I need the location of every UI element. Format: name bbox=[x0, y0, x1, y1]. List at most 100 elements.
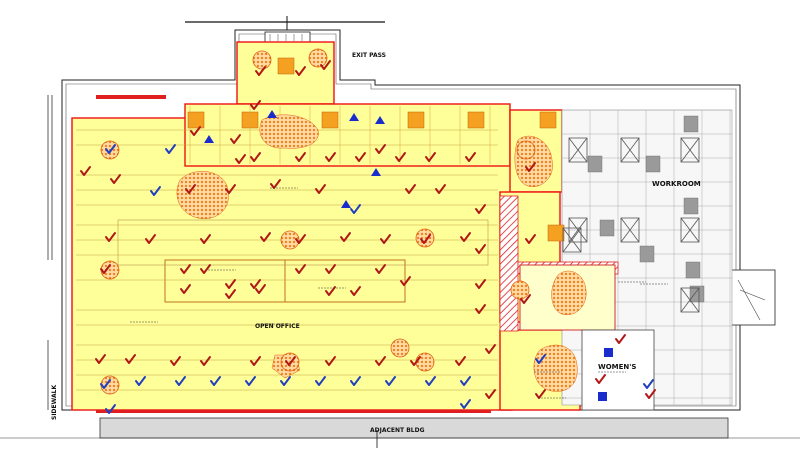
check-mark-icon bbox=[385, 376, 396, 386]
equipment-frame bbox=[680, 287, 700, 313]
circle-device-icon bbox=[100, 260, 120, 280]
check-mark-icon bbox=[355, 152, 366, 162]
check-mark-icon bbox=[395, 152, 406, 162]
check-mark-icon bbox=[485, 389, 496, 399]
check-mark-icon bbox=[285, 356, 296, 366]
check-mark-icon bbox=[425, 376, 436, 386]
adjacent-building bbox=[0, 417, 800, 448]
check-mark-icon bbox=[645, 389, 656, 399]
equipment-cross bbox=[562, 227, 582, 253]
check-mark-icon bbox=[180, 284, 191, 294]
check-mark-icon bbox=[595, 374, 606, 384]
check-mark-icon bbox=[250, 152, 261, 162]
check-mark-icon bbox=[100, 264, 111, 274]
open-office-label: OPEN OFFICE bbox=[255, 323, 300, 330]
north-label: EXIT PASS bbox=[352, 52, 386, 59]
equipment-block bbox=[683, 197, 699, 215]
check-mark-icon bbox=[350, 286, 361, 296]
circle-device-icon bbox=[510, 280, 530, 300]
equipment-block bbox=[587, 155, 603, 173]
check-mark-icon bbox=[80, 166, 91, 176]
check-mark-icon bbox=[325, 152, 336, 162]
check-mark-icon bbox=[100, 379, 111, 389]
check-mark-icon bbox=[295, 234, 306, 244]
check-mark-icon bbox=[425, 152, 436, 162]
check-mark-icon bbox=[455, 356, 466, 366]
check-mark-icon bbox=[260, 232, 271, 242]
check-mark-icon bbox=[375, 144, 386, 154]
check-mark-icon bbox=[435, 184, 446, 194]
check-mark-icon bbox=[170, 356, 181, 366]
check-mark-icon bbox=[325, 264, 336, 274]
check-mark-icon bbox=[405, 184, 416, 194]
blue-triangle-icon bbox=[341, 200, 351, 208]
cubicle-block bbox=[539, 111, 557, 129]
equipment-cross bbox=[568, 137, 588, 163]
check-mark-icon bbox=[460, 232, 471, 242]
check-mark-icon bbox=[410, 356, 421, 366]
adjacent-building-label: ADJACENT BLDG bbox=[370, 427, 425, 434]
cubicle-block bbox=[467, 111, 485, 129]
circle-device-icon bbox=[415, 228, 435, 248]
check-mark-icon bbox=[95, 354, 106, 364]
equipment-blocks bbox=[587, 115, 705, 303]
check-mark-icon bbox=[125, 354, 136, 364]
check-mark-icon bbox=[465, 152, 476, 162]
cubicle-blocks bbox=[187, 57, 565, 242]
check-mark-icon bbox=[295, 66, 306, 76]
check-mark-icon bbox=[105, 144, 116, 154]
check-mark-icon bbox=[485, 344, 496, 354]
check-mark-icon bbox=[225, 279, 236, 289]
check-mark-icon bbox=[375, 264, 386, 274]
check-mark-icon bbox=[350, 376, 361, 386]
cubicle-block bbox=[547, 224, 565, 242]
check-mark-icon bbox=[135, 376, 146, 386]
womens-label: WOMEN'S bbox=[598, 363, 636, 371]
blue-triangle-icon bbox=[371, 168, 381, 176]
blue-triangle-icon bbox=[349, 113, 359, 121]
check-mark-icon bbox=[325, 356, 336, 366]
check-mark-icon bbox=[255, 284, 266, 294]
check-mark-icon bbox=[350, 204, 361, 214]
check-mark-icon bbox=[615, 334, 626, 344]
check-mark-icon bbox=[475, 204, 486, 214]
check-mark-icon bbox=[245, 376, 256, 386]
check-mark-icon bbox=[200, 234, 211, 244]
sidewalk-label: SIDEWALK bbox=[51, 385, 58, 420]
restroom-marker bbox=[604, 348, 613, 357]
equipment-frame bbox=[680, 217, 700, 243]
circle-device-icon bbox=[415, 352, 435, 372]
desk-strips bbox=[76, 129, 498, 391]
check-mark-icon bbox=[325, 286, 336, 296]
check-mark-icon bbox=[420, 234, 431, 244]
cubicle-block bbox=[277, 57, 295, 75]
check-mark-icon bbox=[315, 376, 326, 386]
check-mark-icon bbox=[250, 100, 261, 110]
check-mark-icon bbox=[525, 162, 536, 172]
circle-device-icon bbox=[280, 352, 300, 372]
check-mark-icon bbox=[150, 186, 161, 196]
check-mark-icon bbox=[525, 234, 536, 244]
restroom-marker bbox=[598, 392, 607, 401]
equipment-frame bbox=[568, 137, 588, 163]
equipment-cross bbox=[568, 217, 588, 243]
check-mark-icon bbox=[165, 144, 176, 154]
check-mark-icon bbox=[535, 354, 546, 364]
check-mark-icon bbox=[460, 399, 471, 409]
equipment-block bbox=[645, 155, 661, 173]
sidewalk-edge bbox=[47, 95, 53, 410]
check-mark-icon bbox=[643, 379, 654, 389]
check-mark-icon bbox=[250, 356, 261, 366]
check-mark-icon bbox=[460, 376, 471, 386]
check-mark-icon bbox=[105, 404, 116, 414]
workroom-label: WORKROOM bbox=[652, 180, 701, 188]
equipment-crosses bbox=[562, 137, 700, 313]
check-mark-icon bbox=[250, 279, 261, 289]
equipment-cross bbox=[680, 287, 700, 313]
check-mark-icon bbox=[280, 376, 291, 386]
check-mark-icon bbox=[105, 232, 116, 242]
check-mark-icon bbox=[475, 244, 486, 254]
check-mark-icon bbox=[340, 232, 351, 242]
circle-device-icon bbox=[280, 230, 300, 250]
